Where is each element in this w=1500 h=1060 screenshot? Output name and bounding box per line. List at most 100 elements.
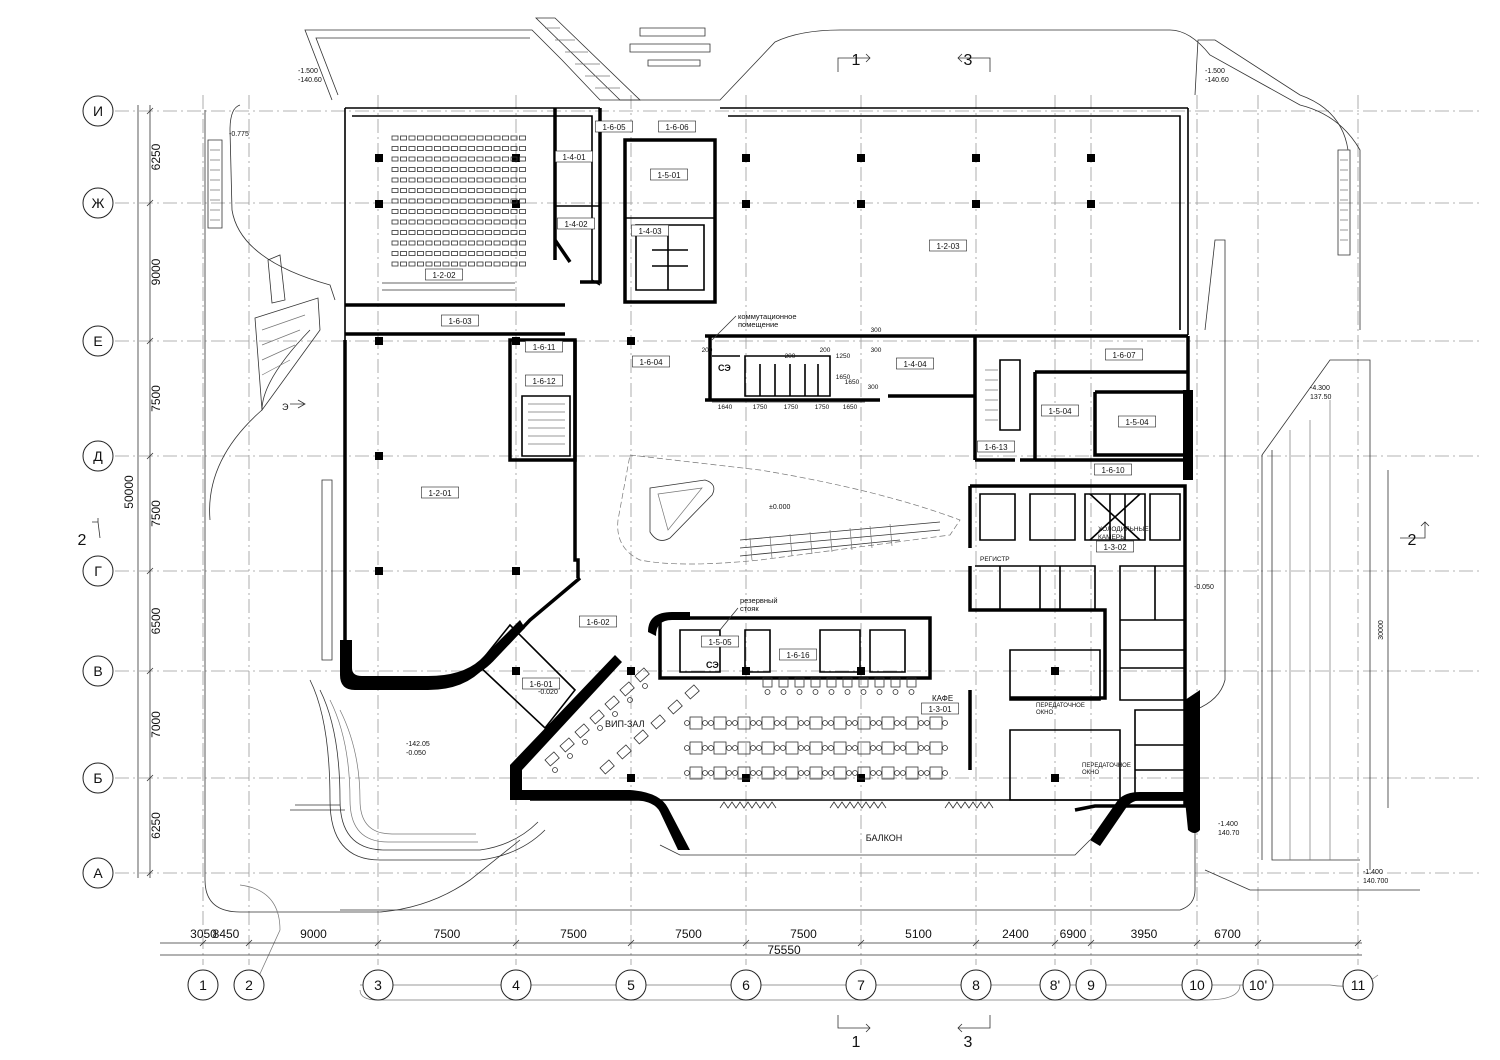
room-label-3: 1-4-02 <box>564 220 588 229</box>
pass-window-label-1b: ОКНО <box>1036 710 1053 716</box>
dim-bottom-7: 7500 <box>790 927 817 941</box>
dim-left-7: 6250 <box>149 812 163 839</box>
core-dim-upper-9: 1650 <box>845 379 860 386</box>
level-mark-4: -4.300 <box>1310 385 1330 392</box>
room-label-box-17 <box>977 440 1015 453</box>
room-label-box-22 <box>701 635 739 648</box>
dim-left-tick-0 <box>146 107 154 115</box>
axis-bubble-1 <box>187 969 219 1001</box>
room-label-box-1 <box>425 268 463 281</box>
switch-room-label-2: помещение <box>738 320 778 329</box>
room-label-box-25 <box>921 702 959 715</box>
core-dim-5: 1650 <box>843 404 858 411</box>
room-label-box-12 <box>632 355 670 368</box>
se-label-top: СЭ <box>718 363 731 373</box>
dim-bottom-3: 9000 <box>300 927 327 941</box>
room-label-11: 1-6-12 <box>532 377 556 386</box>
room-label-14: 1-6-07 <box>1112 351 1136 360</box>
level-mark-sub-8: -0.050 <box>406 750 426 757</box>
level-mark-9: ±0.000 <box>769 504 790 511</box>
room-label-box-7 <box>631 224 669 237</box>
room-label-box-9 <box>441 314 479 327</box>
auditorium-seating <box>382 135 526 291</box>
dim-bottom-9: 2400 <box>1002 927 1029 941</box>
core-dim-upper-4: 1250 <box>836 353 851 360</box>
axis-label-col-12: 10' <box>1249 977 1267 993</box>
axis-label-col-3: 3 <box>374 977 382 993</box>
room-label-box-24 <box>522 677 560 690</box>
dim-tick-3 <box>512 939 520 947</box>
dim-tick-11 <box>1254 939 1262 947</box>
room-label-12: 1-6-04 <box>639 358 663 367</box>
axis-label-col-9: 8' <box>1050 977 1060 993</box>
dim-left-2: 9000 <box>149 258 163 285</box>
level-mark-6: -1.400 <box>1218 821 1238 828</box>
room-label-box-11 <box>525 374 563 387</box>
dim-bottom-12: 6700 <box>1214 927 1241 941</box>
room-label-box-10 <box>525 340 563 353</box>
vip-label: ВИП-ЗАЛ <box>605 719 645 729</box>
axis-label-col-10: 9 <box>1087 977 1095 993</box>
axis-label-col-7: 7 <box>857 977 865 993</box>
level-mark-2: -1.500 <box>1205 68 1225 75</box>
level-mark-3: -0.775 <box>229 131 249 138</box>
dim-tick-1 <box>245 939 253 947</box>
dim-left-tick-2 <box>146 337 154 345</box>
se-label-bottom: СЭ <box>706 660 719 670</box>
dim-left-3: 7500 <box>149 385 163 412</box>
core-dim-upper-3: 200 <box>820 347 831 354</box>
room-label-20: 1-3-02 <box>1103 543 1127 552</box>
dim-tick-0 <box>199 939 207 947</box>
reserve-riser-label: резервный <box>740 596 778 605</box>
level-mark-sub-7: 140.700 <box>1363 878 1388 885</box>
room-label-box-23 <box>779 648 817 661</box>
dim-left-1: 6250 <box>149 143 163 170</box>
room-label-10: 1-6-11 <box>533 343 556 352</box>
reserve-riser-label-2: стояк <box>740 604 759 613</box>
dim-bottom-11: 3950 <box>1131 927 1158 941</box>
room-label-box-16 <box>1118 415 1156 428</box>
axis-label-col-8: 8 <box>972 977 980 993</box>
dim-tick-9 <box>1087 939 1095 947</box>
level-mark-1: -1.500 <box>298 68 318 75</box>
section-mark-2-left: 2 <box>78 532 87 549</box>
room-label-15: 1-5-04 <box>1048 407 1072 416</box>
room-label-6: 1-5-01 <box>657 171 681 180</box>
dim-bottom-total: 75550 <box>767 943 801 957</box>
core-dim-upper-5: 300 <box>871 327 882 334</box>
room-label-box-18 <box>1094 463 1132 476</box>
dim-tick-5 <box>742 939 750 947</box>
core-dim-upper-1: 200 <box>702 347 713 354</box>
dim-left-5: 6500 <box>149 607 163 634</box>
room-label-24: 1-6-01 <box>529 680 553 689</box>
room-label-box-4 <box>595 120 633 133</box>
axis-bubble-row-7 <box>82 762 114 794</box>
axis-bubble-2 <box>233 969 265 1001</box>
room-label-21: 1-6-02 <box>586 618 610 627</box>
core-dim-4: 1750 <box>815 404 830 411</box>
section-mark-3-top: 3 <box>964 52 973 69</box>
structural-columns <box>375 154 1095 782</box>
axis-label-row-7: Б <box>93 770 102 786</box>
dim-bottom-10: 6900 <box>1060 927 1087 941</box>
dim-bottom-5: 7500 <box>560 927 587 941</box>
axis-label-row-6: В <box>93 663 102 679</box>
room-label-1: 1-2-02 <box>432 271 456 280</box>
axis-label-row-8: А <box>93 865 103 881</box>
axis-label-col-2: 2 <box>245 977 253 993</box>
axis-bubble-row-1 <box>82 95 114 127</box>
core-dim-1: 1640 <box>718 404 733 411</box>
dim-right-total: 30000 <box>1378 620 1385 640</box>
axis-bubble-5 <box>615 969 647 1001</box>
axis-bubble-9 <box>1039 969 1071 1001</box>
dim-bottom-6: 7500 <box>675 927 702 941</box>
section-mark-3-bottom: 3 <box>964 1034 973 1051</box>
axis-bubble-3 <box>362 969 394 1001</box>
axis-bubble-13 <box>1342 969 1374 1001</box>
cold-rooms-label-2: КАМЕРЫ <box>1098 534 1126 541</box>
level-mark-sub-2: -140.60 <box>1205 77 1229 84</box>
